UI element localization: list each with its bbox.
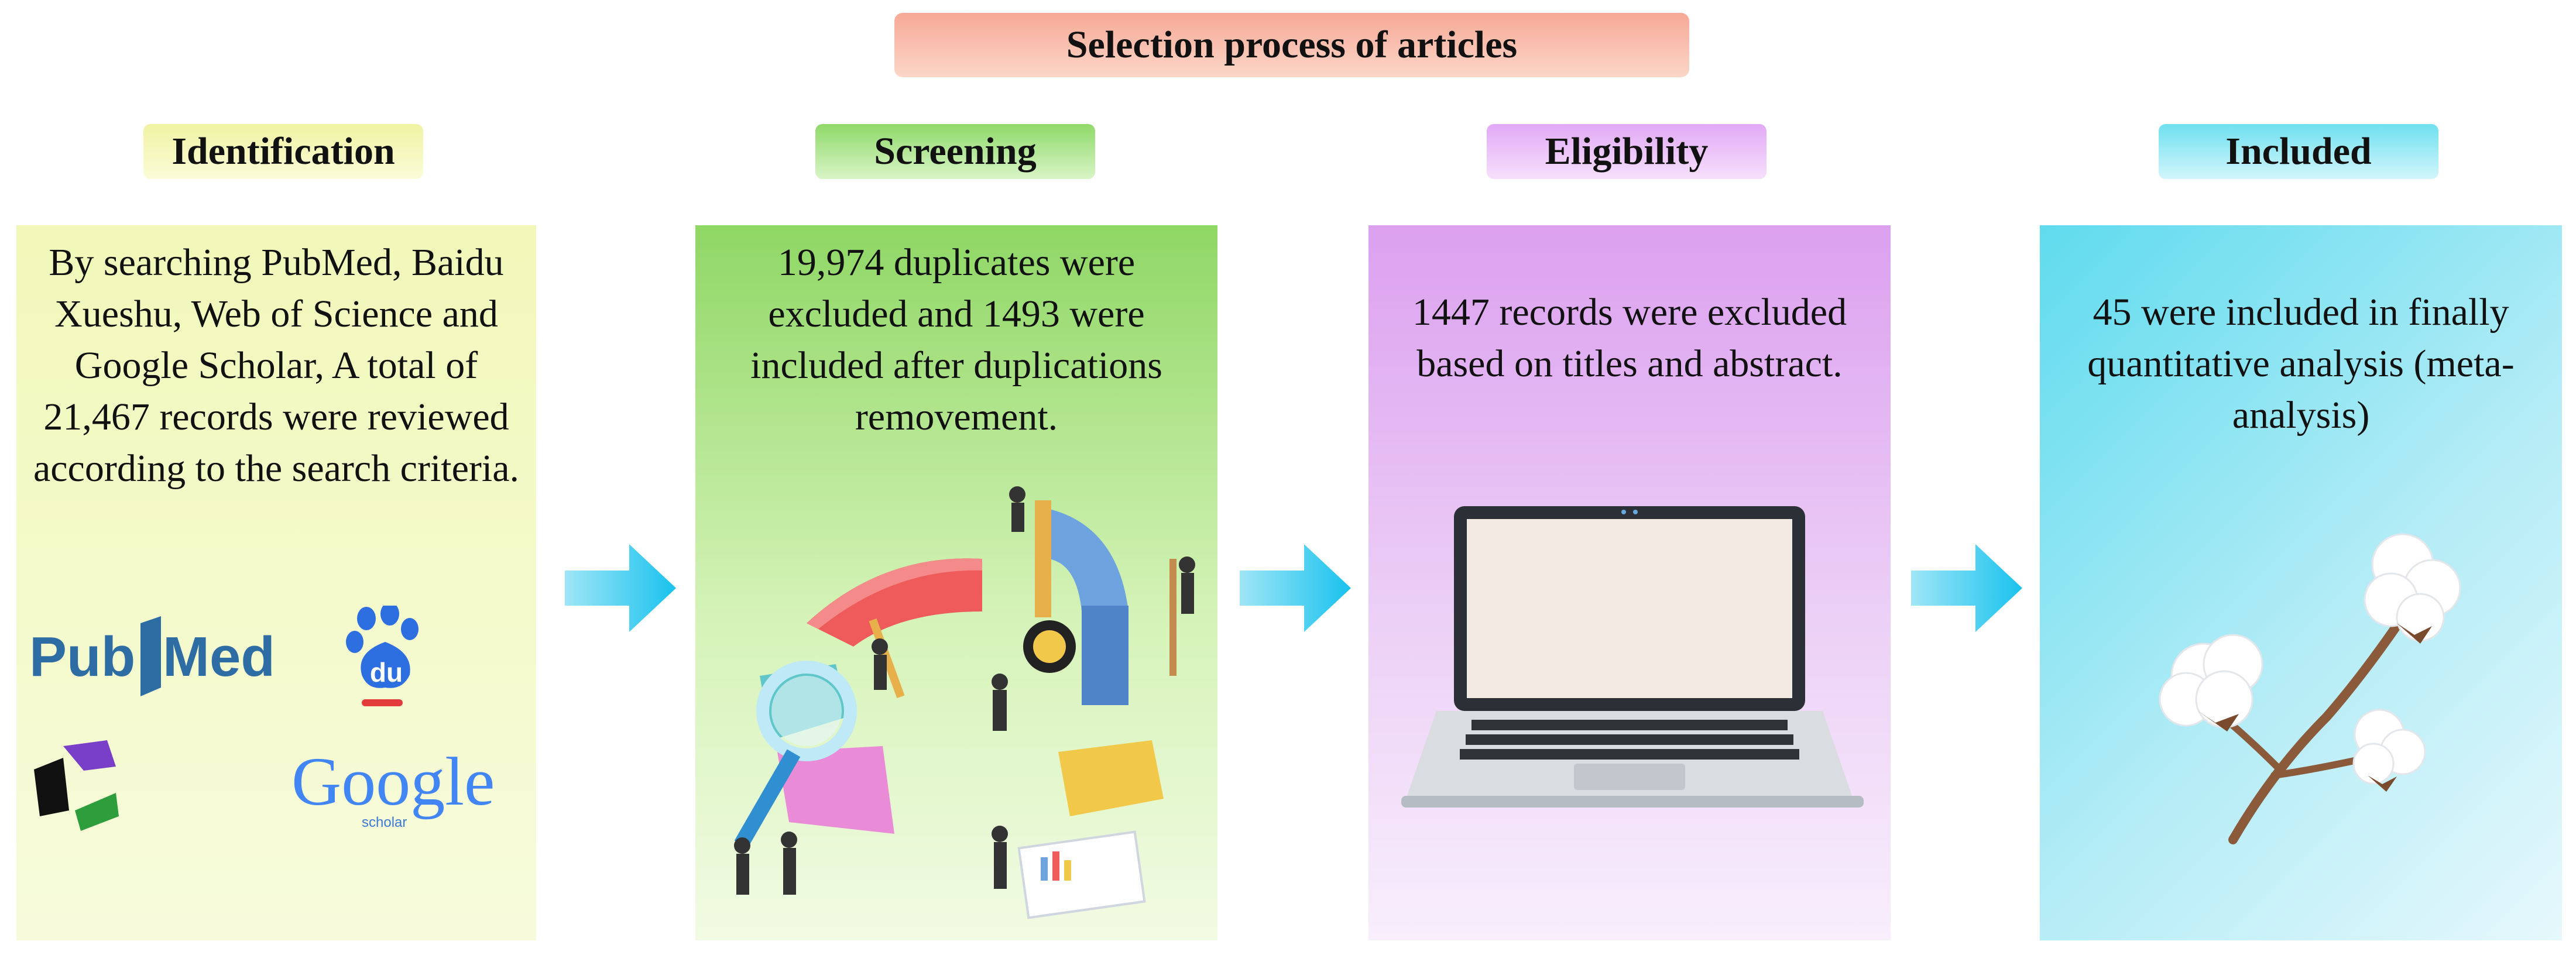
included-text: 45 were included in finally quantitative… xyxy=(2087,291,2515,437)
identification-text: By searching PubMed, Baidu Xueshu, Web o… xyxy=(33,241,520,490)
pubmed-logo: Pub Med xyxy=(29,611,299,699)
web-of-science-logo xyxy=(28,734,128,834)
right-arrow-icon xyxy=(1240,544,1351,632)
google-scholar-logo: Google scholar xyxy=(291,740,508,834)
stage-label-eligibility: Eligibility xyxy=(1487,124,1767,179)
data-team-illustration xyxy=(707,471,1210,927)
cotton-branch-illustration xyxy=(2145,524,2473,851)
google-scholar-wordmark: Google xyxy=(291,743,495,820)
pubmed-logo-part-a: Pub xyxy=(29,626,135,688)
pubmed-logo-part-b: Med xyxy=(163,626,275,688)
panel-eligibility: 1447 records were excluded based on titl… xyxy=(1368,225,1891,940)
panel-screening: 19,974 duplicates were excluded and 1493… xyxy=(695,225,1217,940)
screening-text: 19,974 duplicates were excluded and 1493… xyxy=(750,241,1162,438)
laptop-illustration xyxy=(1401,506,1864,810)
stage-label-identification: Identification xyxy=(143,124,423,179)
panel-included: 45 were included in finally quantitative… xyxy=(2040,225,2562,940)
baidu-logo-text: du xyxy=(370,657,403,688)
diagram-title: Selection process of articles xyxy=(894,13,1689,77)
stage-label-screening: Screening xyxy=(815,124,1095,179)
google-scholar-subtext: scholar xyxy=(362,815,407,830)
baidu-logo: du xyxy=(344,602,432,717)
stage-label-included: Included xyxy=(2159,124,2438,179)
panel-identification: By searching PubMed, Baidu Xueshu, Web o… xyxy=(16,225,536,940)
eligibility-text: 1447 records were excluded based on titl… xyxy=(1412,291,1847,385)
right-arrow-icon xyxy=(565,544,676,632)
right-arrow-icon xyxy=(1911,544,2022,632)
